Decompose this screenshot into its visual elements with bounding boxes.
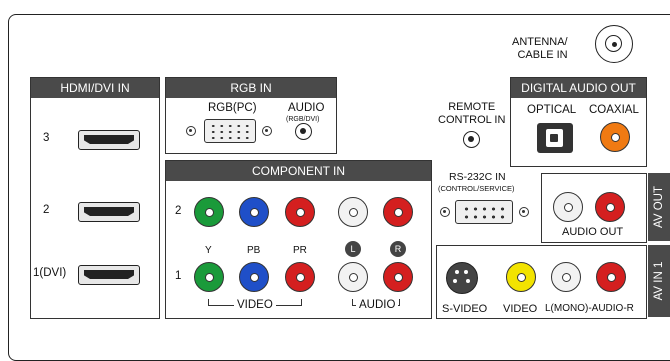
pb-label: PB bbox=[247, 245, 261, 256]
av-out-panel: AUDIO OUT bbox=[541, 173, 647, 243]
remote-label-line2: CONTROL IN bbox=[438, 114, 506, 126]
antenna-jack[interactable] bbox=[595, 25, 633, 63]
optical-port[interactable] bbox=[537, 123, 573, 153]
hdmi-port-2[interactable] bbox=[78, 202, 140, 222]
component-row-label-2: 2 bbox=[175, 205, 182, 217]
antenna-label-line2: CABLE IN bbox=[517, 49, 568, 61]
component1-audio-r-jack[interactable] bbox=[383, 262, 413, 292]
y-label: Y bbox=[205, 245, 212, 256]
hdmi-title: HDMI/DVI IN bbox=[31, 78, 159, 98]
component-title: COMPONENT IN bbox=[166, 161, 431, 181]
av-in-audio-label: L(MONO)-AUDIO-R bbox=[545, 303, 634, 314]
remote-label-line1: REMOTE bbox=[448, 101, 496, 113]
svideo-port[interactable] bbox=[446, 262, 478, 294]
hdmi-port-label-3: 3 bbox=[43, 132, 50, 144]
component2-audio-r-jack[interactable] bbox=[383, 197, 413, 227]
component2-pb-jack[interactable] bbox=[239, 197, 269, 227]
coaxial-jack[interactable] bbox=[600, 122, 630, 152]
av-out-audio-l-jack[interactable] bbox=[553, 192, 583, 222]
antenna-label-line1: ANTENNA/ bbox=[512, 36, 568, 48]
video-group-label: VIDEO bbox=[234, 299, 276, 311]
rgb-audio-jack[interactable] bbox=[295, 123, 312, 140]
av-in-video-label: VIDEO bbox=[503, 303, 538, 315]
component2-audio-l-jack[interactable] bbox=[338, 197, 368, 227]
coaxial-label: COAXIAL bbox=[589, 104, 639, 116]
component2-pr-jack[interactable] bbox=[285, 197, 315, 227]
rgb-audio-label: AUDIO bbox=[288, 102, 325, 114]
av-in-audio-r-jack[interactable] bbox=[596, 262, 626, 292]
l-badge: L bbox=[345, 241, 361, 257]
pr-label: PR bbox=[293, 245, 307, 256]
digital-audio-title: DIGITAL AUDIO OUT bbox=[511, 78, 646, 98]
av-in-panel: S-VIDEO VIDEO L(MONO)-AUDIO-R bbox=[436, 245, 647, 319]
r-badge: R bbox=[390, 241, 406, 257]
component1-audio-l-jack[interactable] bbox=[338, 262, 368, 292]
hdmi-port-label-2: 2 bbox=[43, 204, 50, 216]
component-row-label-1: 1 bbox=[175, 270, 182, 282]
av-out-side-label: AV OUT bbox=[648, 173, 670, 241]
component1-y-jack[interactable] bbox=[194, 262, 224, 292]
rgb-screw-left bbox=[186, 126, 196, 136]
rgb-title: RGB IN bbox=[166, 78, 336, 98]
svideo-label: S-VIDEO bbox=[442, 303, 488, 315]
antenna-label: ANTENNA/ CABLE IN bbox=[512, 36, 568, 62]
av-in-audio-l-jack[interactable] bbox=[551, 262, 581, 292]
component1-pr-jack[interactable] bbox=[285, 262, 315, 292]
rs232-screw-right bbox=[519, 207, 529, 217]
component-panel: COMPONENT IN 2 Y PB PR L R 1 VIDEO AUDIO bbox=[165, 160, 432, 319]
rs232-port[interactable] bbox=[455, 200, 513, 224]
rgb-screw-right bbox=[262, 126, 272, 136]
hdmi-port-label-1: 1(DVI) bbox=[33, 267, 67, 279]
optical-label: OPTICAL bbox=[527, 104, 577, 116]
rgb-panel: RGB IN RGB(PC) AUDIO (RGB/DVI) bbox=[165, 77, 337, 154]
component2-y-jack[interactable] bbox=[194, 197, 224, 227]
av-out-side-text: AV OUT bbox=[653, 186, 665, 228]
av-in-side-label: AV IN 1 bbox=[648, 245, 670, 317]
hdmi-port-1-dvi[interactable] bbox=[78, 265, 140, 285]
rs232-label: RS-232C IN bbox=[449, 171, 506, 183]
component1-pb-jack[interactable] bbox=[239, 262, 269, 292]
hdmi-port-3[interactable] bbox=[78, 130, 140, 150]
hdmi-panel: HDMI/DVI IN 3 2 1(DVI) bbox=[30, 77, 160, 319]
rs232-screw-left bbox=[440, 207, 450, 217]
rgb-pc-label: RGB(PC) bbox=[208, 102, 257, 114]
remote-control-jack[interactable] bbox=[463, 131, 480, 148]
av-in-side-text: AV IN 1 bbox=[653, 261, 665, 301]
rgb-audio-sublabel: (RGB/DVI) bbox=[286, 116, 320, 123]
digital-audio-panel: DIGITAL AUDIO OUT OPTICAL COAXIAL bbox=[510, 77, 647, 167]
rs232-sublabel: (CONTROL/SERVICE) bbox=[438, 184, 515, 193]
remote-label: REMOTE CONTROL IN bbox=[438, 101, 505, 127]
av-in-video-jack[interactable] bbox=[506, 262, 536, 292]
rgb-pc-port[interactable] bbox=[204, 119, 256, 143]
audio-group-label: AUDIO bbox=[356, 299, 399, 311]
av-out-audio-label: AUDIO OUT bbox=[562, 226, 624, 238]
av-out-audio-r-jack[interactable] bbox=[595, 192, 625, 222]
